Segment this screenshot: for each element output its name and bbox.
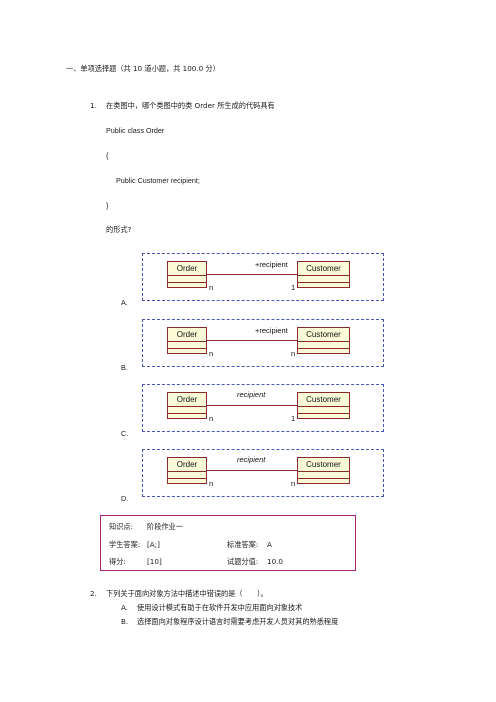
code-line-3: Public Customer recipient;: [116, 176, 200, 185]
standard-answer-label: 标准答案:: [227, 540, 259, 549]
operation-compartment: [298, 349, 349, 355]
student-answer-label: 学生答案:: [109, 540, 141, 549]
question-2-text: 下列关于面向对象方法中描述中错误的是（ ）。: [106, 589, 268, 598]
class-name: Customer: [298, 328, 349, 342]
operation-compartment: [298, 283, 349, 289]
option-d-label: D.: [121, 494, 129, 503]
attribute-compartment: [168, 276, 206, 283]
association-line: [207, 405, 297, 406]
uml-class-order: Order: [167, 261, 207, 288]
knowledge-value: 阶段作业一: [147, 522, 183, 531]
left-multiplicity: n: [209, 349, 214, 358]
role-name: recipient: [237, 455, 266, 464]
question-score-label: 试题分值:: [227, 557, 259, 566]
operation-compartment: [168, 479, 206, 485]
right-multiplicity: 1: [291, 414, 296, 423]
code-line-4: }: [106, 201, 109, 210]
association-line: [207, 340, 297, 341]
answer-info-box: 知识点: 阶段作业一 学生答案: [A;] 标准答案: A 得分: [10] 试…: [100, 515, 356, 571]
question-1-number: 1.: [90, 101, 97, 110]
role-name: recipient: [237, 390, 266, 399]
uml-class-customer: Customer: [297, 457, 350, 484]
left-multiplicity: n: [209, 479, 214, 488]
question-2-number: 2.: [90, 589, 97, 598]
choice-a-label: A.: [121, 603, 129, 612]
class-name: Order: [168, 393, 206, 407]
uml-class-order: Order: [167, 392, 207, 419]
right-multiplicity: n: [291, 349, 296, 358]
left-multiplicity: n: [209, 414, 214, 423]
operation-compartment: [168, 414, 206, 420]
diagram-option-c: Order recipient n 1 Customer: [142, 384, 384, 432]
association-line: [207, 470, 297, 471]
choice-b-text: 选择面向对象程序设计语言时需要考虑开发人员对其的熟悉程度: [137, 617, 339, 626]
role-name: +recipient: [255, 260, 288, 269]
right-multiplicity: n: [291, 479, 296, 488]
diagram-option-a: Order +recipient n 1 Customer: [142, 253, 384, 301]
uml-class-order: Order: [167, 457, 207, 484]
attribute-compartment: [168, 407, 206, 414]
code-line-1: Public class Order: [106, 126, 165, 135]
attribute-compartment: [298, 276, 349, 283]
class-name: Order: [168, 262, 206, 276]
attribute-compartment: [298, 407, 349, 414]
right-multiplicity: 1: [291, 283, 296, 292]
uml-class-customer: Customer: [297, 392, 350, 419]
class-name: Order: [168, 458, 206, 472]
score-value: [10]: [147, 557, 162, 566]
question-1-suffix: 的形式?: [106, 225, 132, 234]
uml-class-order: Order: [167, 327, 207, 354]
knowledge-label: 知识点:: [109, 522, 133, 531]
attribute-compartment: [168, 472, 206, 479]
uml-class-customer: Customer: [297, 261, 350, 288]
operation-compartment: [168, 349, 206, 355]
student-answer-value: [A;]: [147, 540, 160, 549]
option-c-label: C.: [121, 429, 129, 438]
operation-compartment: [298, 479, 349, 485]
attribute-compartment: [298, 472, 349, 479]
operation-compartment: [298, 414, 349, 420]
role-name: +recipient: [255, 326, 288, 335]
option-a-label: A.: [121, 298, 128, 307]
diagram-option-b: Order +recipient n n Customer: [142, 319, 384, 367]
attribute-compartment: [298, 342, 349, 349]
question-1-text: 在类图中，哪个类图中的类 Order 所生成的代码具有: [106, 101, 275, 110]
association-line: [207, 274, 297, 275]
left-multiplicity: n: [209, 283, 214, 292]
choice-b-label: B.: [121, 617, 129, 626]
uml-class-customer: Customer: [297, 327, 350, 354]
section-title: 一、单项选择题（共 10 道小题，共 100.0 分）: [66, 64, 220, 73]
question-score-value: 10.0: [267, 557, 284, 566]
standard-answer-value: A: [267, 540, 272, 549]
class-name: Customer: [298, 393, 349, 407]
option-b-label: B.: [121, 363, 128, 372]
operation-compartment: [168, 283, 206, 289]
class-name: Customer: [298, 262, 349, 276]
score-label: 得分:: [109, 557, 126, 566]
code-line-2: {: [106, 151, 109, 160]
class-name: Order: [168, 328, 206, 342]
class-name: Customer: [298, 458, 349, 472]
choice-a-text: 使用设计模式有助于在软件开发中应用面向对象技术: [137, 603, 303, 612]
attribute-compartment: [168, 342, 206, 349]
diagram-option-d: Order recipient n n Customer: [142, 449, 384, 497]
